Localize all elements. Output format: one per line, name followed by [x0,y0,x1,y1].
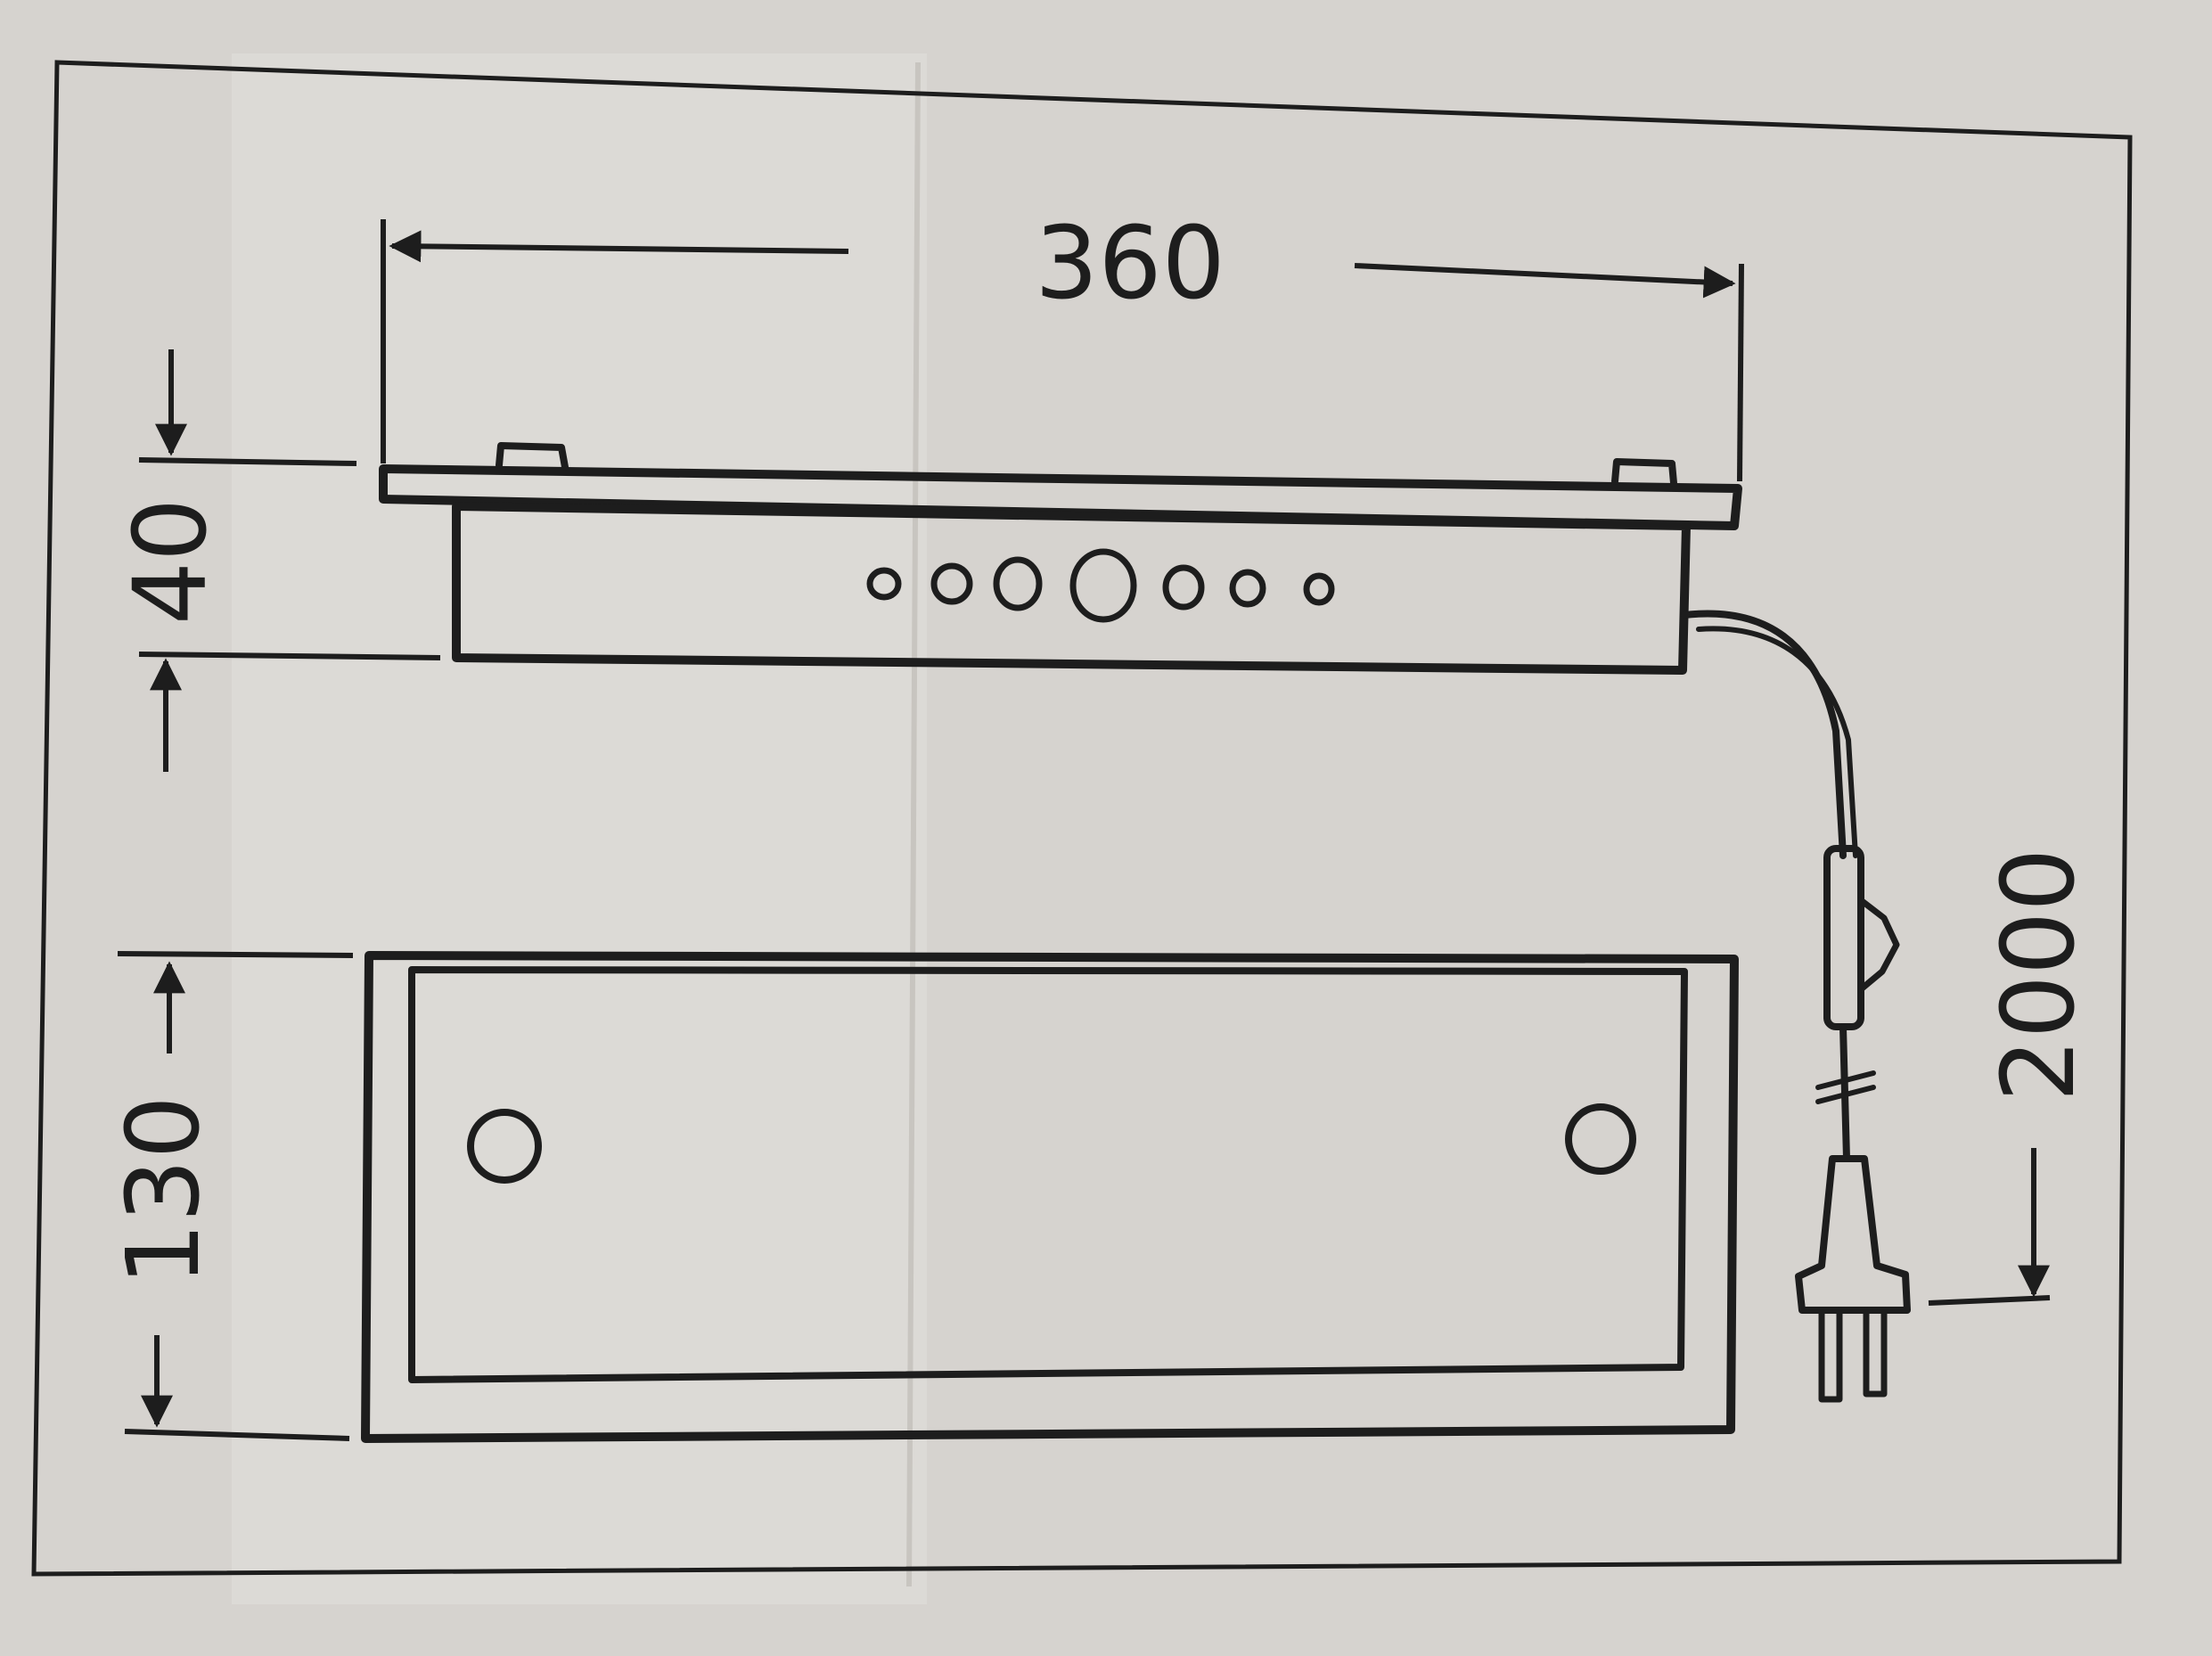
backplate [379,464,1742,530]
extension-line [117,951,354,958]
screw-hole-right [1565,1103,1636,1175]
plug-icon [1795,1155,1911,1403]
vent-hole [1303,572,1335,606]
dimension-label-height: 40 [113,498,229,626]
vent-hole [1162,564,1205,611]
drawing-frame [31,60,2133,1577]
dimension-label-cable: 2000 [1981,848,2097,1102]
cable-upper-shadow [1696,626,1858,858]
front-view [361,951,1739,1443]
vent-hole [1069,548,1137,623]
extension-line [1737,263,1744,482]
vent-hole [993,556,1043,611]
front-plate-inner [408,966,1688,1383]
extension-line [124,1429,350,1441]
cable-break-mark [1815,1070,1876,1104]
mounting-tab-left [496,442,569,471]
mounting-tab-right [1611,458,1677,487]
lamp-body [452,502,1691,675]
dimension-label-depth: 130 [106,1095,222,1286]
side-view [379,442,1742,675]
dim-arrow-width-right [1354,263,1736,299]
paper-fold-crease [906,61,921,1587]
dimension-label-width: 360 [1035,206,1225,322]
vent-hole [866,567,902,601]
extension-line [138,652,441,660]
dimension-lines [117,219,2051,1441]
dim-arrow-width-left [389,230,849,263]
vent-hole [930,562,973,605]
power-cable [1681,610,1911,1403]
front-plate-outer [361,951,1739,1443]
extension-line [1928,1295,2051,1306]
cable-upper [1681,610,1847,859]
extension-line [138,457,357,466]
screw-hole-left [467,1109,542,1184]
vent-hole [1229,569,1266,608]
paper-highlight [232,53,927,1604]
